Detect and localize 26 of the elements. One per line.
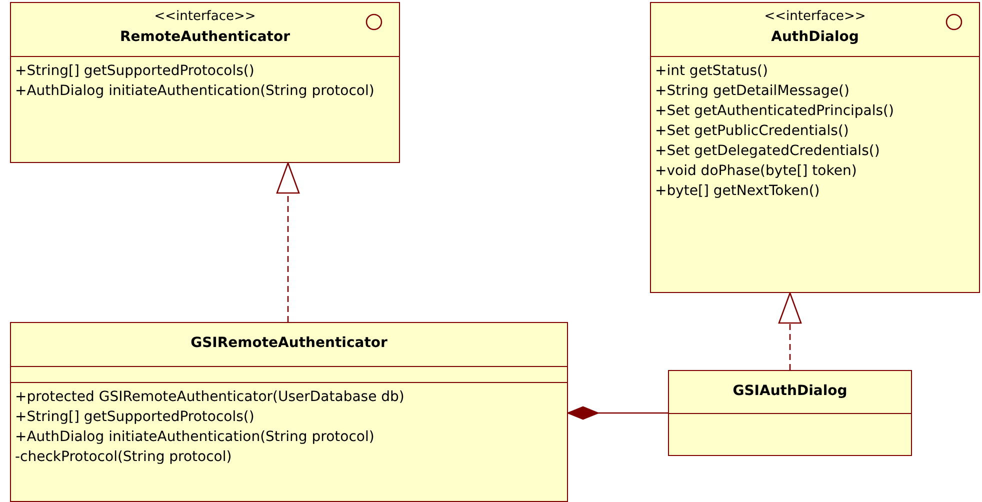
class-box (650, 2, 980, 293)
class-box (668, 370, 912, 456)
method-signature: +void doPhase(byte[] token) (655, 162, 857, 181)
stereotype-label: <<interface>> (154, 8, 256, 26)
method-signature: +String getDetailMessage() (655, 82, 850, 101)
class-name: RemoteAuthenticator (120, 28, 290, 47)
method-signature: +protected GSIRemoteAuthenticator(UserDatabase db) (15, 388, 404, 407)
method-signature: +AuthDialog initiateAuthentication(String protocol) (15, 82, 374, 101)
method-signature: +int getStatus() (655, 62, 768, 81)
method-signature: +AuthDialog initiateAuthentication(String protocol) (15, 428, 374, 447)
method-signature: +byte[] getNextToken() (655, 182, 820, 201)
method-signature: +String[] getSupportedProtocols() (15, 408, 254, 427)
realization-arrow (778, 292, 802, 370)
class-name: GSIRemoteAuthenticator (190, 334, 388, 353)
method-signature: +String[] getSupportedProtocols() (15, 62, 254, 81)
method-signature: +Set getAuthenticatedPrincipals() (655, 102, 894, 121)
class-box (10, 2, 400, 163)
stereotype-label: <<interface>> (764, 8, 866, 26)
class-name: AuthDialog (771, 28, 859, 47)
method-signature: +Set getDelegatedCredentials() (655, 142, 880, 161)
realization-arrow (276, 162, 300, 322)
class-name: GSIAuthDialog (732, 382, 848, 401)
method-signature: -checkProtocol(String protocol) (15, 448, 232, 467)
composition-line (567, 406, 668, 420)
method-signature: +Set getPublicCredentials() (655, 122, 849, 141)
class-box (10, 322, 568, 502)
